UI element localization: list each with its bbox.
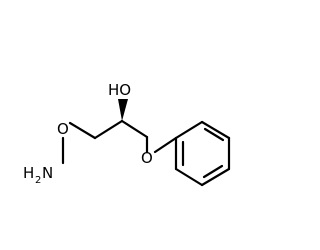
- ring-bond-2: [200, 120, 231, 140]
- amine-h-label: H: [23, 164, 34, 182]
- amine-subscript-label: 2: [35, 175, 41, 186]
- structure-diagram: HO O O H 2 N: [23, 81, 231, 187]
- ring-bond-1: [174, 120, 204, 140]
- ring-double-2: [202, 164, 224, 179]
- amine-n-label: N: [42, 164, 53, 182]
- hydroxyl-label: HO: [108, 81, 131, 99]
- aminooxy-oxygen-label: O: [57, 120, 69, 138]
- bond-ch2-chiral: [93, 119, 124, 140]
- bond-o-ch2-left: [68, 121, 97, 140]
- bond-ether-o-phenyl: [153, 136, 178, 154]
- ring-bond-4: [200, 167, 231, 187]
- ring-double-1: [203, 127, 225, 142]
- ring-bond-5: [174, 167, 204, 187]
- bond-chiral-ch2-right: [120, 119, 149, 139]
- stereo-wedge: [118, 99, 128, 121]
- ether-oxygen-label: O: [141, 149, 153, 167]
- bond-layer: [61, 119, 231, 187]
